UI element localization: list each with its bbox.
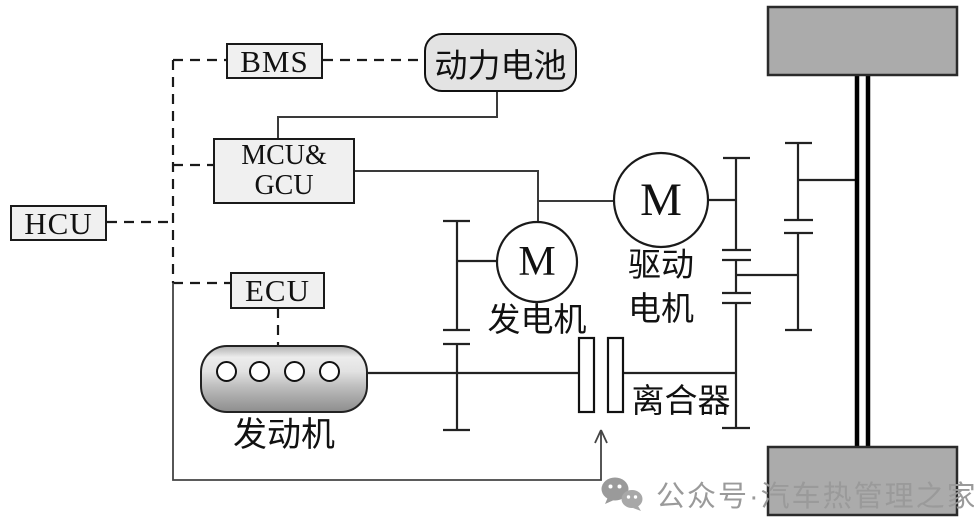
clutch-plate-left (577, 336, 596, 414)
axle-shaft (854, 75, 871, 447)
clutch-actuation-line (172, 283, 608, 481)
battery-box: 动力电池 (424, 33, 577, 92)
mcu-gcu-label-line2: GCU (254, 170, 314, 201)
clutch-label: 离合器 (631, 384, 731, 420)
generator-label: 发电机 (487, 303, 587, 339)
hcu-label: HCU (24, 205, 93, 241)
drive-motor-symbol: M (640, 174, 682, 226)
mcu-gcu-box: MCU& GCU (213, 138, 355, 204)
mechanical-lines (367, 141, 857, 432)
battery-to-mcu-line (277, 92, 498, 138)
mcu-to-generator-line (355, 170, 539, 222)
engine-label: 发动机 (233, 417, 335, 454)
engine-cylinder-4 (319, 361, 340, 382)
ecu-box: ECU (230, 272, 325, 309)
drive-motor-label-line1: 驱动 (628, 248, 694, 284)
bms-label: BMS (240, 43, 309, 79)
electric-lines (277, 92, 614, 222)
ecu-label: ECU (245, 273, 310, 308)
wechat-icon (601, 477, 643, 511)
control-dashed-lines (107, 58, 424, 345)
watermark-text: 公众号·汽车热管理之家 (656, 481, 974, 513)
wheel-bottom (766, 445, 959, 517)
engine-cylinder-3 (284, 361, 305, 382)
clutch-plate-right (606, 336, 625, 414)
wheel-top (766, 5, 959, 77)
bms-box: BMS (226, 43, 323, 79)
engine-block (200, 345, 368, 413)
mcu-gcu-label-line1: MCU& (241, 140, 327, 171)
generator-circle (495, 220, 579, 304)
engine-cylinder-1 (216, 361, 237, 382)
hcu-box: HCU (10, 205, 107, 241)
drive-motor-label-line2: 电机 (628, 292, 694, 328)
watermark: 公众号·汽车热管理之家 (600, 473, 974, 515)
generator-motor-symbol: M (518, 239, 556, 285)
engine-cylinder-2 (249, 361, 270, 382)
drive-motor-circle (612, 151, 710, 249)
battery-label: 动力电池 (434, 48, 567, 85)
